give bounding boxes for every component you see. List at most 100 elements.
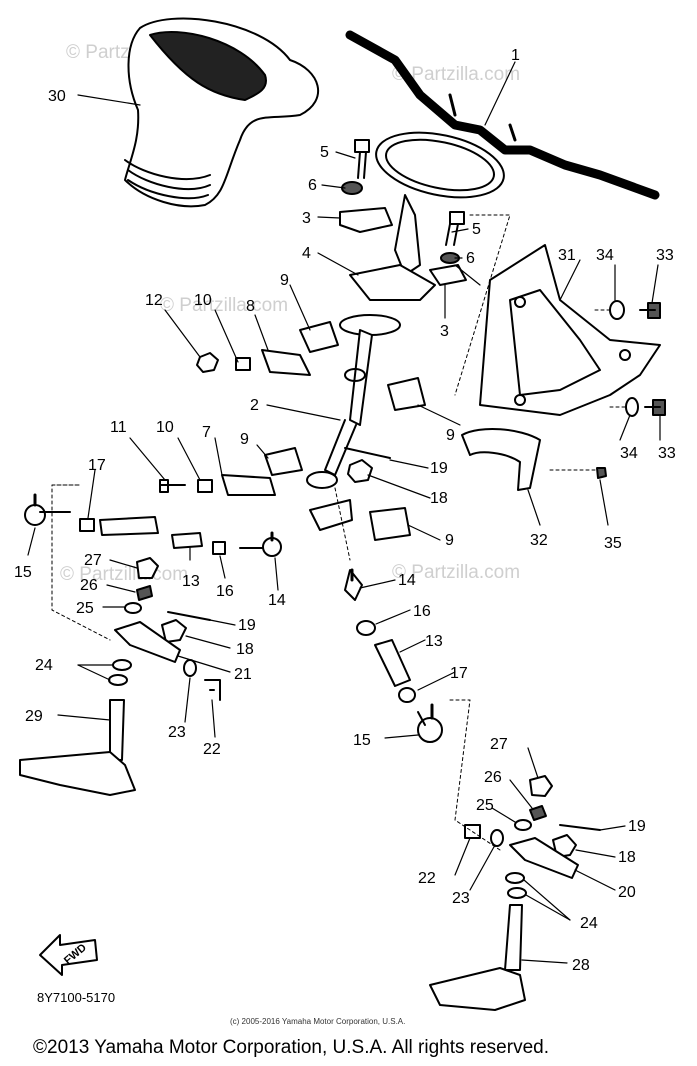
callout-10: 10 [156, 419, 174, 436]
callout-9: 9 [446, 427, 455, 444]
callout-15: 15 [14, 564, 32, 581]
callout-33: 33 [656, 247, 674, 264]
callout-1: 1 [511, 47, 520, 64]
callout-7: 7 [202, 424, 211, 441]
spindle-part-29 [19, 699, 136, 796]
bolt-part-33 [639, 302, 661, 319]
callout-34: 34 [620, 445, 638, 462]
bushing-part-9 [387, 377, 426, 411]
tie-rod-end-part-15 [417, 703, 443, 743]
clamp-part-3 [339, 207, 393, 233]
washer-part-34 [625, 397, 639, 417]
leader-lines [27, 61, 661, 964]
callout-33: 33 [658, 445, 676, 462]
nut-part-18 [347, 459, 373, 483]
footer-copyright: ©2013 Yamaha Motor Corporation, U.S.A. A… [33, 1037, 549, 1058]
callout-18: 18 [430, 490, 448, 507]
forward-arrow-icon [39, 934, 98, 976]
washer-part-25 [124, 602, 142, 614]
washer-part-23 [183, 659, 197, 677]
cotter-pin-part-19 [559, 824, 601, 831]
washer-part-24 [108, 674, 128, 686]
callout-15: 15 [353, 732, 371, 749]
frame-part-31 [479, 244, 661, 416]
callout-20: 20 [618, 884, 636, 901]
callout-13: 13 [425, 633, 443, 650]
callout-19: 19 [430, 460, 448, 477]
callout-9: 9 [280, 272, 289, 289]
locknut-part-17 [79, 518, 95, 532]
callout-17: 17 [450, 665, 468, 682]
washer-part-25 [514, 819, 532, 831]
callout-2: 2 [250, 397, 259, 414]
pin-part-26 [136, 585, 153, 601]
handlebar-part-1 [345, 30, 660, 276]
callout-6: 6 [466, 250, 475, 267]
clamp-part-3 [429, 264, 467, 286]
nut-part-27 [136, 557, 159, 579]
callout-25: 25 [476, 797, 494, 814]
callout-8: 8 [246, 298, 255, 315]
callout-23: 23 [168, 724, 186, 741]
bolt-part-5 [354, 139, 370, 179]
callout-4: 4 [302, 245, 311, 262]
callout-21: 21 [234, 666, 252, 683]
callout-25: 25 [76, 600, 94, 617]
callout-24: 24 [580, 915, 598, 932]
washer-part-24 [505, 872, 525, 884]
arm-part-20 [509, 837, 579, 879]
callout-9: 9 [240, 431, 249, 448]
callout-27: 27 [84, 552, 102, 569]
callout-3: 3 [302, 210, 311, 227]
bushing-part-9 [369, 507, 411, 541]
callout-13: 13 [182, 573, 200, 590]
callout-17: 17 [88, 457, 106, 474]
callout-32: 32 [530, 532, 548, 549]
callout-29: 29 [25, 708, 43, 725]
callout-12: 12 [145, 292, 163, 309]
tie-rod-part-13 [99, 516, 159, 536]
callout-3: 3 [440, 323, 449, 340]
callout-14: 14 [268, 592, 286, 609]
callout-11: 11 [110, 419, 127, 436]
pin-part-26 [529, 805, 547, 821]
bolt-part-5 [445, 211, 465, 246]
callout-19: 19 [628, 818, 646, 835]
diagram-code: 8Y7100-5170 [37, 990, 116, 1005]
callout-18: 18 [236, 641, 254, 658]
bracket-part-8 [261, 349, 311, 376]
bracket-part-7 [221, 474, 276, 496]
locknut-part-16 [212, 541, 226, 555]
callout-labels: 1 2 3 3 4 5 5 6 6 7 8 9 9 9 9 10 10 11 1… [14, 47, 676, 974]
bolt-part-33 [644, 399, 666, 416]
tie-rod-end-part-14 [239, 531, 282, 557]
callout-30: 30 [48, 88, 66, 105]
callout-14: 14 [398, 572, 416, 589]
callout-6: 6 [308, 177, 317, 194]
callout-31: 31 [558, 247, 576, 264]
washer-part-34 [609, 300, 625, 320]
holder-part-4 [349, 264, 436, 301]
callout-10: 10 [194, 292, 212, 309]
callout-22: 22 [203, 741, 221, 758]
tie-rod-part-13 [374, 639, 411, 687]
callout-28: 28 [572, 957, 590, 974]
callout-18: 18 [618, 849, 636, 866]
callout-9: 9 [445, 532, 454, 549]
watermark: © Partzilla.com [392, 64, 521, 85]
callout-26: 26 [484, 769, 502, 786]
locknut-part-17 [398, 687, 416, 703]
nut-part-27 [529, 775, 553, 797]
washer-part-23 [490, 829, 504, 847]
watermark: © Partzilla.com [160, 295, 289, 316]
nut-part-10 [197, 479, 213, 493]
bushing-part-9 [264, 447, 303, 476]
callout-22: 22 [418, 870, 436, 887]
washer-part-24 [112, 659, 132, 671]
steering-column-part-2 [306, 314, 401, 531]
dashed-guides [51, 214, 629, 851]
cover-part-32 [461, 427, 541, 491]
callout-35: 35 [604, 535, 622, 552]
callout-23: 23 [452, 890, 470, 907]
